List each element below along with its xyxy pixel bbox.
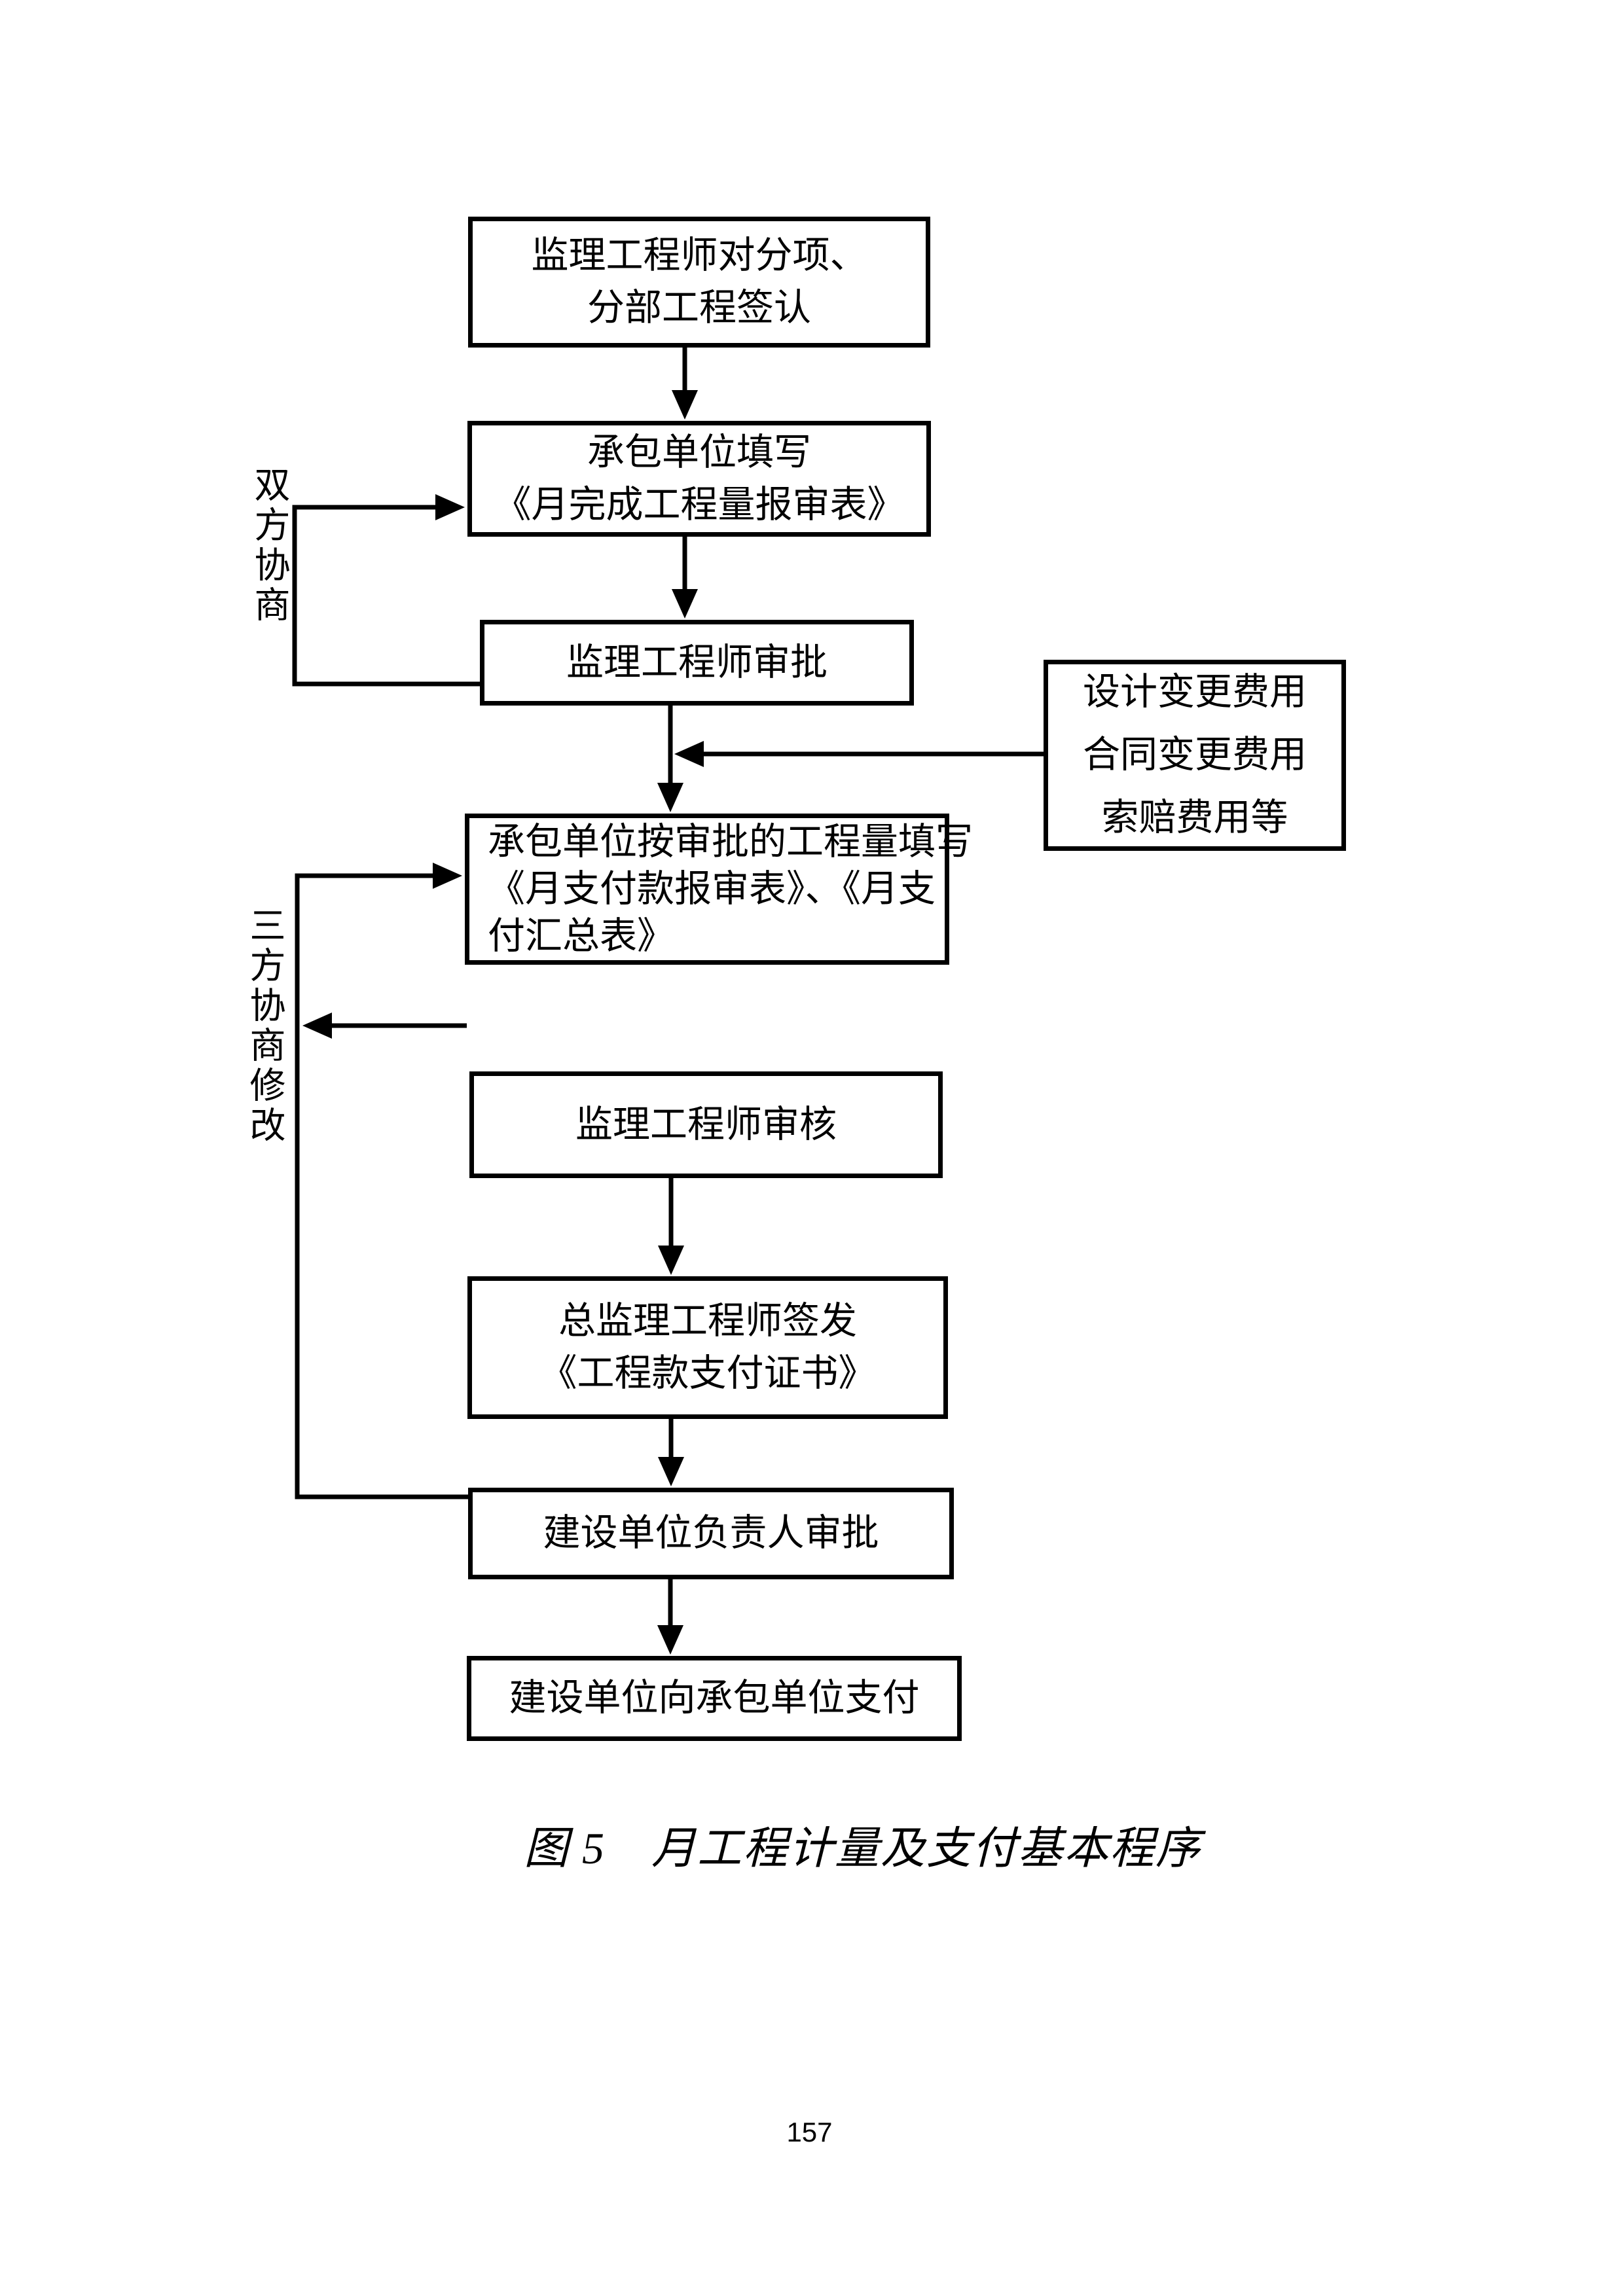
side-box-change-costs: 设计变更费用 合同变更费用 索赔费用等 [1044,660,1346,851]
flow-box-supervisor-approve: 监理工程师审批 [480,620,914,706]
arrow-approve-to-payment-fill [657,706,683,812]
flow-box-text: 分部工程签认 [587,287,811,329]
side-box-text: 设计变更费用 [1083,672,1307,713]
flow-box-text: 《月支付款报审表》、《月支 [488,868,936,910]
label-three-party-negotiation: 三方协商修改 [244,906,284,1146]
flow-box-supervisor-review: 监理工程师审核 [469,1071,943,1178]
flow-box-text: 承包单位按审批的工程量填写 [488,821,973,863]
flow-box-text: 承包单位填写 [587,431,811,473]
flow-box-text: 监理工程师审批 [566,641,828,683]
arrow-review-to-issue [658,1178,684,1275]
flow-box-text: 监理工程师审核 [575,1103,837,1145]
flow-box-owner-pay-contractor: 建设单位向承包单位支付 [467,1656,962,1741]
figure-caption: 图 5 月工程计量及支付基本程序 [524,1823,1202,1873]
arrow-feedback-stub [302,1013,467,1039]
arrow-fill-to-approve [672,537,698,619]
flow-box-owner-leader-approve: 建设单位负责人审批 [468,1488,954,1579]
side-box-text: 合同变更费用 [1083,734,1307,776]
flow-box-text: 付汇总表》 [488,915,674,957]
flow-box-text: 《工程款支付证书》 [539,1353,876,1394]
side-box-text: 索赔费用等 [1101,797,1288,838]
flow-box-supervisor-sign-confirm: 监理工程师对分项、 分部工程签认 [468,217,930,348]
flow-box-text: 监理工程师对分项、 [531,235,867,276]
flow-box-text: 建设单位向承包单位支付 [509,1677,920,1719]
arrow-owner-approve-to-pay [657,1579,683,1655]
loop-three-party-negotiation [295,863,468,1499]
flow-box-text: 总监理工程师签发 [558,1300,857,1342]
flow-box-contractor-fill-quantity: 承包单位填写 《月完成工程量报审表》 [467,421,931,537]
flow-box-contractor-fill-payment: 承包单位按审批的工程量填写 《月支付款报审表》、《月支 付汇总表》 [465,814,973,965]
loop-two-party-negotiation [292,494,480,687]
flow-box-chief-supervisor-issue: 总监理工程师签发 《工程款支付证书》 [467,1276,948,1419]
arrow-issue-to-owner-approve [658,1419,684,1486]
label-two-party-negotiation: 双方协商 [249,466,289,626]
arrow-sign-to-fill [672,348,698,420]
flow-box-text: 建设单位负责人审批 [543,1513,879,1554]
page-number: 157 [786,2117,833,2147]
flow-box-text: 《月完成工程量报审表》 [494,484,905,526]
arrow-sidebox-to-chain [674,741,1044,767]
